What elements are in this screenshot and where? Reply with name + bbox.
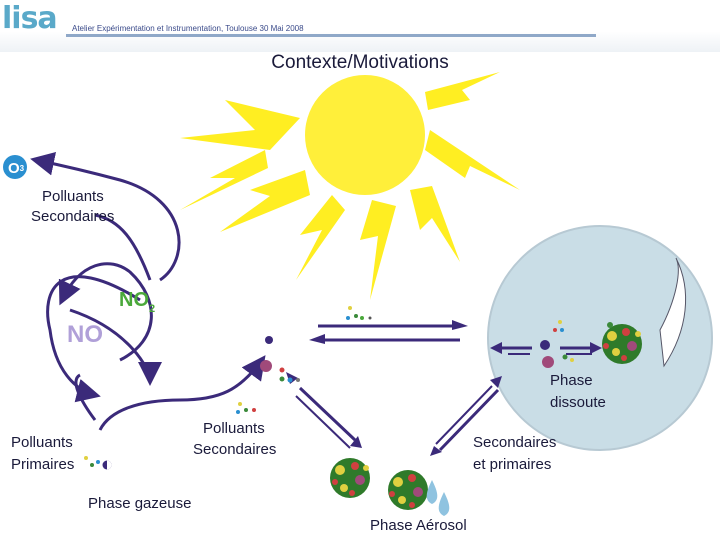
gas-droplet-equilibrium-arrows [309,320,468,344]
primary-pollutants-line2: Primaires [11,456,75,473]
secondary-pollutants-top-line1: Polluants [42,188,104,205]
dissolved-phase-line2: dissoute [550,394,606,411]
aerosol-exchange-arrows [286,372,502,456]
secondary-pollutants-top-line2: Secondaires [31,208,115,225]
secondary-primary-line1: Secondaires [473,434,557,451]
header-rule [66,34,596,37]
sun-icon [180,72,520,300]
aerosol-cluster-1 [330,458,370,498]
water-drops-icon [426,480,450,516]
no-formula: NO [67,321,103,348]
slide-title: Contexte/Motivations [271,52,449,73]
aerosol-phase-label: Phase Aérosol [370,517,467,534]
secondary-pollutants-mid-line2: Secondaires [193,441,277,458]
droplet-shape [487,225,713,451]
gas-phase-label: Phase gazeuse [88,495,192,512]
droplet-aerosol-cluster [602,322,642,364]
header-band [0,0,720,52]
no2-formula: NO2 [119,289,155,315]
o3-badge [3,155,27,179]
secondary-primary-line2: et primaires [473,456,552,473]
cycle-arrows [30,151,266,431]
droplet-particles [488,320,574,368]
header-subtitle: Atelier Expérimentation et Instrumentati… [72,24,304,33]
gas-phase-particles [236,306,372,414]
lisa-logo: lisa [2,1,58,36]
primary-particles [84,456,112,470]
primary-pollutants-line1: Polluants [11,434,73,451]
droplet-inner-arrows [490,342,602,355]
aerosol-cluster-2 [388,470,428,510]
o3-formula: O3 [8,160,25,177]
secondary-pollutants-mid-line1: Polluants [203,420,265,437]
dissolved-phase-line1: Phase [550,372,593,389]
